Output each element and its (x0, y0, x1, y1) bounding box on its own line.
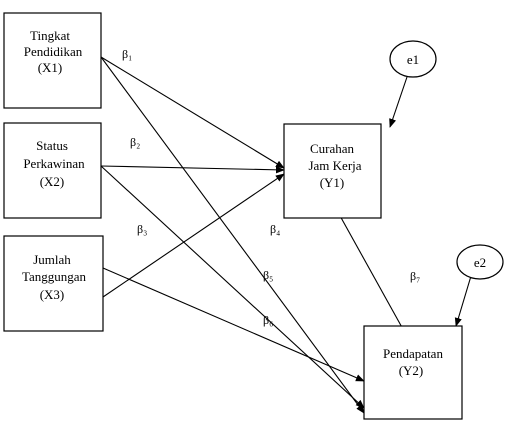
edge-x2-y1 (100, 165, 285, 174)
edge-x3-y2 (102, 267, 365, 382)
edge-e1-y1 (389, 76, 408, 128)
node-x3-line3: (X3) (40, 287, 65, 302)
coef-beta-2: β₂ (130, 135, 140, 149)
error-e1-label: e1 (407, 52, 419, 67)
node-y2-box (363, 325, 463, 420)
node-x3-line2: Tanggungan (22, 269, 87, 284)
node-x3-line1: Jumlah (33, 252, 71, 267)
error-e2-ellipse (456, 244, 504, 280)
node-x1-line2: Pendidikan (24, 44, 83, 59)
edge-x3-y1 (102, 173, 285, 298)
edge-e2-y2 (454, 275, 472, 327)
node-x2-line3: (X2) (40, 174, 65, 189)
node-y2-line2: (Y2) (399, 363, 424, 378)
coef-beta-6: β₆ (263, 313, 273, 327)
node-x3-box (3, 235, 104, 332)
error-e1-ellipse (389, 40, 437, 78)
coef-beta-7: β₇ (410, 269, 420, 283)
coef-beta-4: β₄ (270, 222, 280, 236)
edge-x2-y2 (100, 165, 365, 409)
coef-beta-1: β₁ (122, 47, 132, 61)
node-y1-line1: Curahan (310, 141, 355, 156)
node-x2-box (3, 122, 102, 219)
node-x2-line2: Perkawinan (23, 156, 85, 171)
coef-beta-5: β₅ (263, 268, 273, 282)
node-y2-line1: Pendapatan (383, 346, 443, 361)
node-y1-box (283, 123, 382, 219)
coef-beta-3: β₃ (137, 222, 147, 236)
node-x1-line1: Tingkat (30, 28, 70, 43)
node-x2-line1: Status (36, 138, 68, 153)
node-y1-line3: (Y1) (320, 175, 345, 190)
node-y1-line2: Jam Kerja (308, 158, 361, 173)
error-e2-label: e2 (474, 255, 486, 270)
edge-x1-y1 (100, 56, 285, 169)
edge-x1-y2 (100, 56, 365, 414)
edge-y1-y2 (333, 204, 410, 341)
node-x1-line3: (X1) (38, 60, 63, 75)
node-x1-box (3, 12, 102, 109)
